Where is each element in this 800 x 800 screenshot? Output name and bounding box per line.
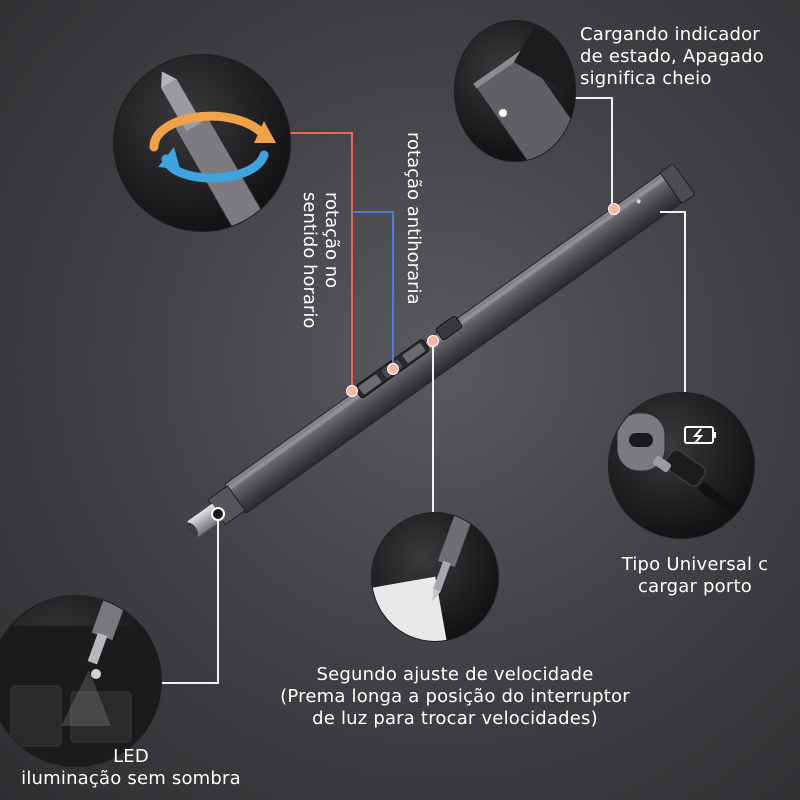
led-connector [160, 515, 219, 684]
led-label: LED iluminação sem sombra [21, 746, 241, 789]
counterclockwise-connector [352, 211, 394, 366]
marker-counterclockwise [387, 363, 399, 375]
switch-clockwise [358, 374, 382, 395]
usb-c-cable-icon [652, 449, 754, 522]
rotation-detail-circle [113, 54, 291, 232]
end-cap [660, 163, 695, 204]
marker-led [211, 507, 225, 521]
marker-clockwise [346, 385, 358, 397]
rotation-arrows-icon [149, 111, 276, 183]
speed-detail-circle [371, 512, 499, 642]
status-indicator-label: Cargando indicador de estado, Apagado si… [580, 24, 764, 89]
marker-speed [427, 335, 439, 347]
charging-port-circle [608, 392, 755, 539]
port-connector [660, 211, 686, 392]
status-connector [573, 97, 613, 205]
charging-port-label: Tipo Universal c cargar porto [621, 554, 769, 597]
status-indicator-circle [454, 20, 576, 162]
battery-charging-icon [684, 426, 716, 444]
speed-button [435, 316, 463, 341]
clockwise-label: rotação no sentido horario [299, 192, 342, 329]
counterclockwise-label: rotação antihoraria [403, 132, 424, 305]
led-detail-circle [0, 595, 162, 767]
bit-socket [186, 522, 198, 537]
status-led [636, 199, 641, 204]
speed-label: Segundo ajuste de velocidade (Prema long… [280, 664, 630, 729]
switch-counterclockwise [402, 343, 426, 363]
marker-status [608, 203, 620, 215]
clockwise-connector [290, 132, 353, 388]
